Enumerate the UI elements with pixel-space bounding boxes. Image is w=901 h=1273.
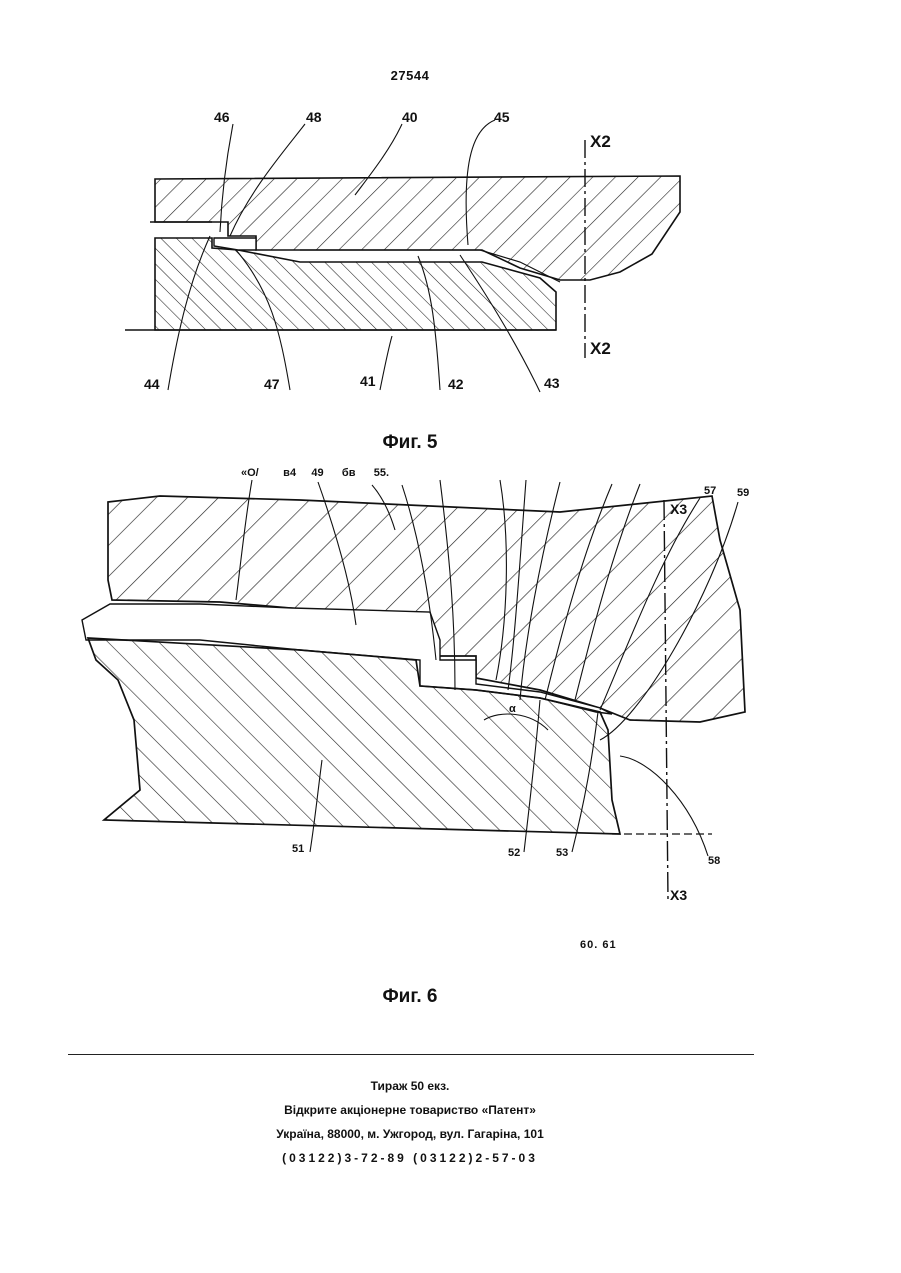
fig6-label-60-61: 60. 61 (580, 940, 617, 951)
fig5-label-48: 48 (306, 110, 322, 124)
fig5-label-47: 47 (264, 377, 280, 391)
footer-divider (68, 1054, 754, 1055)
fig6-label-52: 52 (508, 848, 520, 859)
fig6-section-bottom: X3 (670, 888, 687, 902)
fig6-label-58: 58 (708, 856, 720, 867)
fig5-label-44: 44 (144, 377, 160, 391)
figure-6-caption: Фиг. 6 (310, 986, 510, 1008)
figure-5-drawing (0, 0, 901, 420)
footer-print-run: Тираж 50 екз. (0, 1074, 820, 1098)
footer-phones: (03122)3-72-89 (03122)2-57-03 (0, 1146, 820, 1170)
fig6-section-top: X3 (670, 502, 687, 516)
fig5-section-bottom: X2 (590, 340, 611, 357)
footer-address: Україна, 88000, м. Ужгород, вул. Гагарін… (0, 1122, 820, 1146)
fig6-label-59: 59 (737, 488, 749, 499)
fig6-label-57: 57 (704, 486, 716, 497)
fig5-section-top: X2 (590, 133, 611, 150)
fig5-label-45: 45 (494, 110, 510, 124)
fig6-label-51: 51 (292, 844, 304, 855)
fig5-label-41: 41 (360, 374, 376, 388)
fig6-alpha: α (509, 704, 516, 715)
fig5-label-40: 40 (402, 110, 418, 124)
fig5-label-46: 46 (214, 110, 230, 124)
fig6-label-53: 53 (556, 848, 568, 859)
figure-6-drawing (0, 470, 901, 910)
fig5-label-42: 42 (448, 377, 464, 391)
footer-publisher: Відкрите акціонерне товариство «Патент» (0, 1098, 820, 1122)
figure-5-caption: Фиг. 5 (310, 432, 510, 454)
fig5-label-43: 43 (544, 376, 560, 390)
